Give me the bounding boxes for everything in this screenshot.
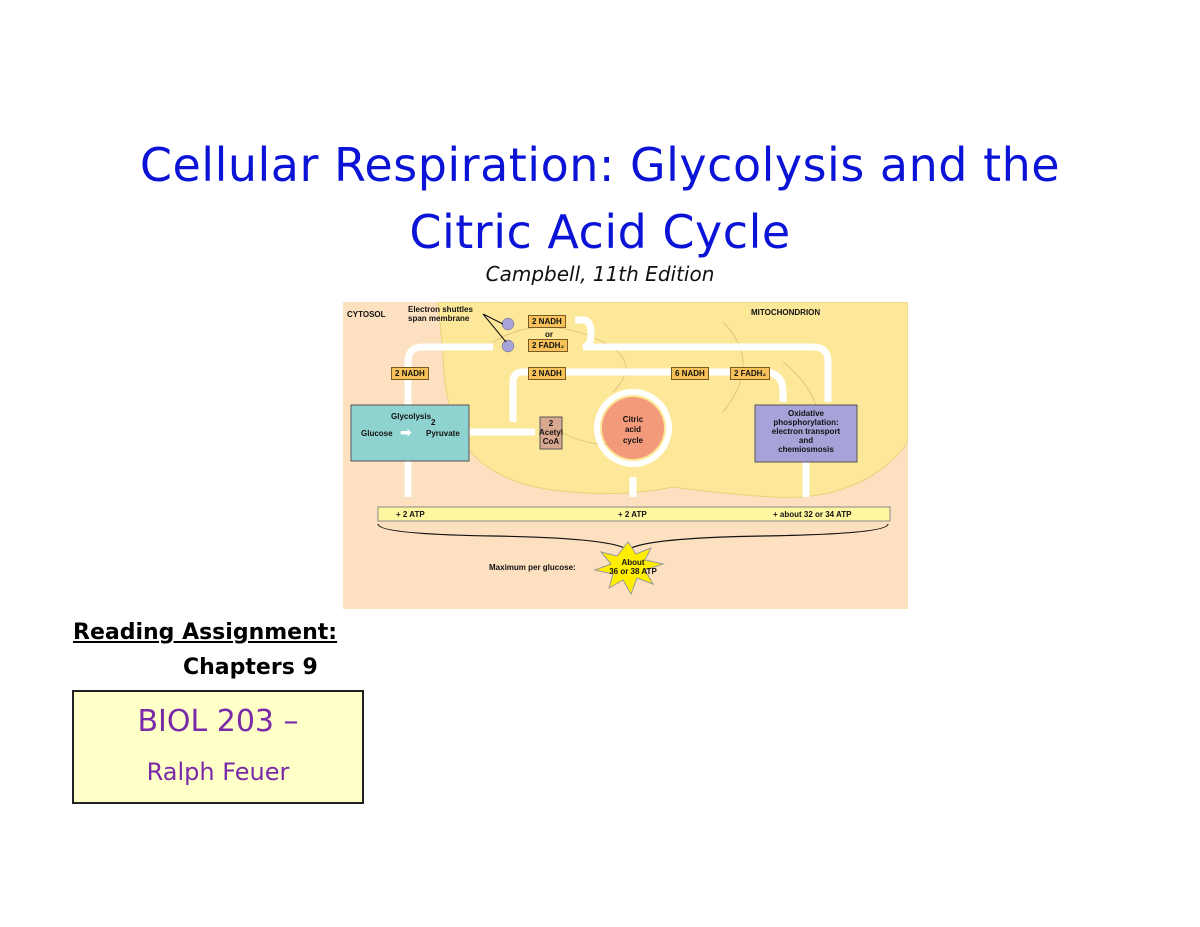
atp-starburst bbox=[593, 541, 665, 596]
glycolysis-arrow-icon: ➡ bbox=[400, 425, 412, 441]
glycolysis-nadh-tag: 2 NADH bbox=[391, 367, 429, 380]
citric-cycle-line-3: cycle bbox=[622, 436, 644, 445]
path-glycolysis-nadh-up bbox=[404, 343, 493, 492]
shuttle-pointer-lines bbox=[482, 313, 507, 343]
pyruvate-nadh-tag: 2 NADH bbox=[528, 367, 566, 380]
mitochondrion-shape bbox=[437, 302, 908, 498]
oxphos-line-4: and bbox=[798, 436, 814, 445]
shuttle-or-label: or bbox=[545, 330, 553, 339]
shuttle-fadh2-tag: 2 FADH₂ bbox=[528, 339, 569, 352]
acetyl-coa-line-1: Acetyl bbox=[538, 428, 563, 437]
total-brace bbox=[377, 523, 889, 551]
oxphos-line-3: electron transport bbox=[771, 427, 841, 436]
shuttle-circle-1 bbox=[501, 317, 515, 331]
atp-cycle-label: + 2 ATP bbox=[618, 510, 647, 519]
atp-oxphos-label: + about 32 or 34 ATP bbox=[773, 510, 852, 519]
oxphos-line-5: chemiosmosis bbox=[778, 445, 834, 454]
maximum-line-1: About bbox=[621, 558, 645, 567]
cycle-fadh2-tag: 2 FADH₂ bbox=[730, 367, 771, 380]
glycolysis-title: Glycolysis bbox=[391, 412, 432, 421]
cycle-nadh-tag: 6 NADH bbox=[671, 367, 709, 380]
shuttle-nadh-tag: 2 NADH bbox=[528, 315, 566, 328]
shuttle-label-line-2: span membrane bbox=[408, 314, 470, 323]
atp-glycolysis-label: + 2 ATP bbox=[396, 510, 425, 519]
oxphos-line-1: Oxidative bbox=[787, 409, 824, 418]
mitochondrion-label: MITOCHONDRION bbox=[751, 308, 821, 317]
path-shuttle-out bbox=[575, 316, 832, 402]
acetyl-coa-line-2: CoA bbox=[542, 437, 560, 446]
acetyl-coa-count: 2 bbox=[548, 419, 554, 428]
maximum-per-glucose-label: Maximum per glucose: bbox=[489, 563, 576, 572]
cellular-respiration-diagram: CYTOSOL MITOCHONDRION Electron shuttles … bbox=[343, 302, 908, 609]
course-code: BIOL 203 – bbox=[137, 704, 299, 739]
citric-cycle-line-1: Citric bbox=[622, 415, 644, 424]
shuttle-circle-2 bbox=[501, 339, 515, 353]
maximum-line-2: 36 or 38 ATP bbox=[609, 567, 657, 576]
slide-subtitle: Campbell, 11th Edition bbox=[485, 262, 715, 286]
acetyl-coa-box bbox=[539, 416, 563, 450]
citric-acid-cycle-disc bbox=[602, 397, 664, 459]
atp-bar bbox=[377, 506, 891, 522]
reading-chapters: Chapters 9 bbox=[183, 655, 318, 680]
slide-title-line-1: Cellular Respiration: Glycolysis and the bbox=[139, 138, 1061, 192]
cytosol-label: CYTOSOL bbox=[347, 310, 386, 319]
oxphos-box bbox=[754, 404, 858, 463]
mitochondrion-cristae bbox=[492, 321, 820, 453]
glycolysis-box bbox=[350, 404, 470, 462]
course-info-box: BIOL 203 – Ralph Feuer bbox=[72, 690, 364, 804]
glycolysis-output: Pyruvate bbox=[426, 429, 460, 438]
citric-acid-cycle-ring bbox=[594, 389, 672, 467]
citric-cycle-line-2: acid bbox=[624, 425, 641, 434]
oxphos-line-2: phosphorylation: bbox=[773, 418, 839, 427]
glycolysis-output-count: 2 bbox=[431, 418, 436, 427]
shuttle-label-line-1: Electron shuttles bbox=[408, 305, 473, 314]
glycolysis-input: Glucose bbox=[361, 429, 393, 438]
course-instructor: Ralph Feuer bbox=[146, 758, 290, 786]
slide-title-line-2: Citric Acid Cycle bbox=[409, 205, 791, 259]
path-pyruvate-nadh bbox=[509, 368, 633, 422]
reading-assignment-heading: Reading Assignment: bbox=[73, 620, 338, 645]
